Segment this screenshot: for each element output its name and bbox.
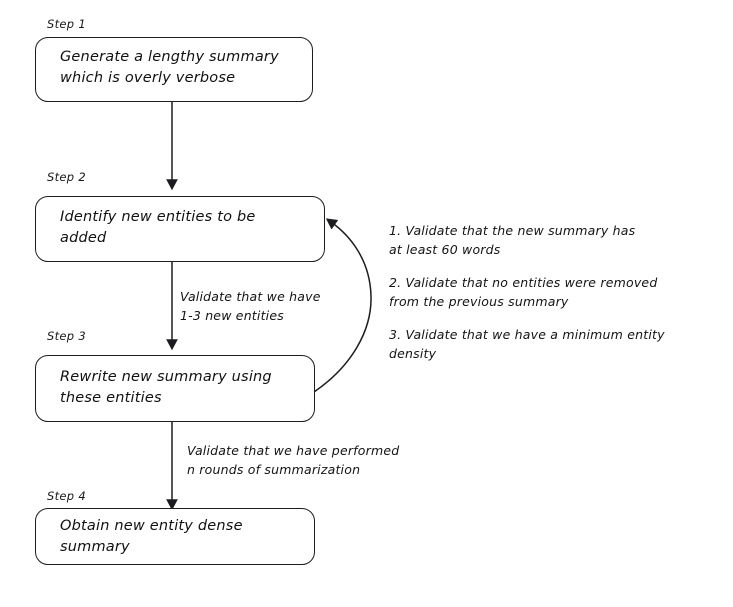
step-label-2: Step 2 bbox=[47, 170, 86, 184]
node-step-3[interactable] bbox=[35, 355, 315, 422]
validation-item-1: 1. Validate that the new summary has at … bbox=[389, 223, 636, 257]
edge-label-step3-to-step4: Validate that we have performed n rounds… bbox=[187, 443, 400, 477]
edge-label-step2-to-step3: Validate that we have 1-3 new entities bbox=[180, 289, 321, 323]
validation-item-3: 3. Validate that we have a minimum entit… bbox=[389, 327, 665, 361]
node-step-4[interactable] bbox=[35, 508, 315, 565]
node-step-4-text: Obtain new entity dense summary bbox=[60, 518, 243, 555]
node-step-1[interactable] bbox=[35, 37, 313, 102]
step-label-1: Step 1 bbox=[47, 17, 86, 31]
step-label-4: Step 4 bbox=[47, 489, 86, 503]
node-step-2[interactable] bbox=[35, 196, 325, 262]
arrow-step3-back-to-step2 bbox=[313, 218, 372, 393]
node-step-3-text: Rewrite new summary using these entities bbox=[60, 369, 272, 406]
step-label-3: Step 3 bbox=[47, 329, 86, 343]
node-step-2-text: Identify new entities to be added bbox=[60, 209, 256, 246]
validation-item-2: 2. Validate that no entities were remove… bbox=[389, 275, 658, 309]
node-step-1-text: Generate a lengthy summary which is over… bbox=[60, 49, 279, 86]
